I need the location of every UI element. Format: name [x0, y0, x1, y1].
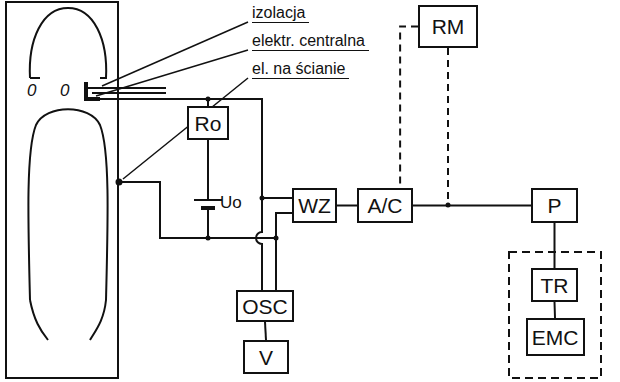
oscilloscope-lead	[275, 238, 277, 290]
box-label: V	[259, 347, 273, 368]
ground-wire	[119, 182, 292, 238]
junction-dot	[274, 236, 279, 241]
connector-line	[554, 223, 555, 268]
box-label: OSC	[242, 296, 288, 317]
symbol-label: 0	[27, 82, 36, 101]
resistor-lead	[207, 140, 209, 200]
leader-line	[123, 78, 248, 179]
dashed-link	[447, 48, 449, 205]
resistor-box: Ro	[187, 106, 229, 140]
box-label: RM	[432, 16, 465, 37]
connector-line	[400, 27, 418, 189]
box-label: WZ	[298, 195, 331, 216]
connector-line	[554, 302, 556, 318]
processor-box: P	[531, 188, 578, 223]
leader-line	[102, 22, 248, 86]
amplifier-box: WZ	[292, 188, 337, 223]
box-label: P	[547, 195, 561, 216]
junction-dot	[206, 97, 211, 102]
box-label: TR	[541, 275, 569, 296]
box-label: A/C	[367, 195, 402, 216]
converter-box: A/C	[357, 188, 413, 223]
voltmeter-box: V	[243, 340, 289, 374]
upper-tissue	[30, 8, 106, 78]
module-box: RM	[418, 5, 478, 48]
battery-plate	[194, 199, 222, 201]
connector-line	[265, 322, 266, 340]
oscilloscope-box: OSC	[236, 290, 294, 322]
central-electrode	[86, 82, 100, 99]
box-label: EMC	[532, 327, 579, 348]
callout-label: izolacja	[252, 4, 309, 23]
dashed-group	[509, 252, 601, 378]
junction-dot	[206, 236, 211, 241]
voltage-label: Uo	[220, 194, 242, 213]
connector-line	[337, 205, 357, 206]
callout-label: el. na ścianie	[252, 60, 349, 79]
process-box: TR	[531, 268, 578, 302]
lower-tissue	[28, 109, 107, 340]
oscilloscope-lead	[256, 198, 262, 290]
box-label: Ro	[195, 113, 222, 134]
process-box: EMC	[526, 318, 585, 356]
connector-line	[413, 205, 531, 206]
symbol-label: 0	[60, 82, 69, 101]
tube-outline	[6, 2, 118, 378]
junction-dot	[260, 196, 265, 201]
callout-label: elektr. centralna	[252, 32, 369, 51]
battery-lead	[207, 208, 209, 238]
leader-line	[96, 50, 248, 96]
signal-wire	[100, 99, 292, 198]
